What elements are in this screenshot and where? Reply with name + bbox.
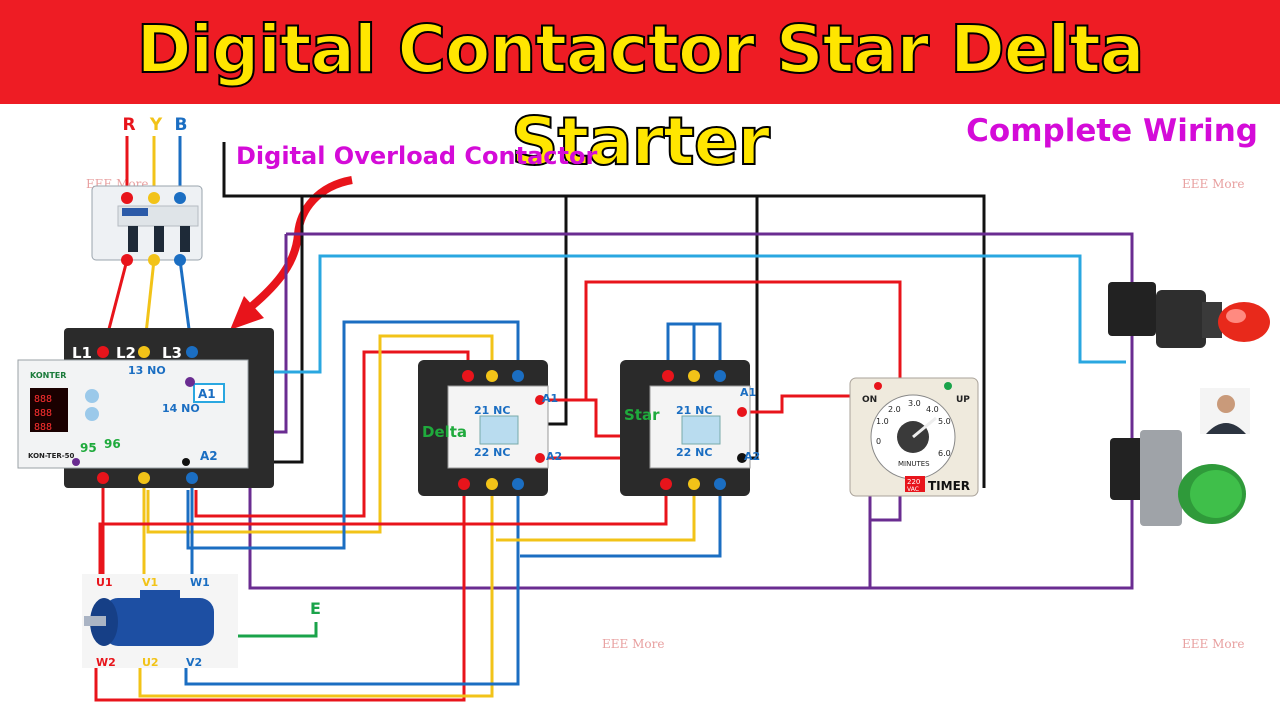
title-banner: Digital Contactor Star Delta Starter	[0, 0, 1280, 181]
page-title: Digital Contactor Star Delta Starter	[136, 10, 1146, 181]
digital-overload-relay: 888 888 888 KONTER KON-TER-50 L1 L2 L3 1…	[17, 328, 274, 488]
overload-callout-label: Digital Overload Contactor	[236, 142, 597, 170]
relay-l2: L2	[116, 344, 136, 362]
earth-label: E	[310, 599, 321, 618]
mcb-breaker	[91, 185, 203, 266]
timer-voltage-unit: VAC	[907, 486, 919, 493]
motor-v1: V1	[142, 576, 158, 589]
timer-scale-1: 1.0	[876, 417, 889, 426]
relay-model: KON-TER-50	[28, 452, 75, 460]
stop-push-button	[1108, 282, 1270, 348]
svg-text:888: 888	[34, 408, 52, 419]
relay-13no: 13 NO	[128, 364, 166, 377]
watermark: EEE More	[1182, 177, 1244, 191]
star-21nc: 21 NC	[676, 404, 712, 417]
delta-contactor: Delta 21 NC 22 NC A1 A2	[418, 360, 562, 496]
phase-y-label: Y	[149, 115, 163, 135]
motor-u1: U1	[96, 576, 113, 589]
motor-v2: V2	[186, 656, 202, 669]
timer-scale-3: 3.0	[908, 399, 921, 408]
star-a2: A2	[744, 450, 760, 463]
start-push-button	[1110, 430, 1246, 526]
delta-a1: A1	[542, 392, 558, 405]
timer-on: ON	[862, 395, 877, 405]
relay-95: 95	[80, 441, 97, 455]
delta-22nc: 22 NC	[474, 446, 510, 459]
star-label: Star	[624, 406, 660, 424]
relay-14no: 14 NO	[162, 402, 200, 415]
presenter-avatar	[1200, 388, 1250, 434]
timer-label: TIMER	[928, 479, 970, 493]
star-contactor: Star 21 NC 22 NC A1 A2	[620, 360, 760, 496]
delta-label: Delta	[422, 423, 467, 441]
phase-b-label: B	[175, 115, 188, 135]
motor-w2: W2	[96, 656, 116, 669]
watermark: EEE More	[602, 637, 664, 651]
timer-scale-5: 5.0	[938, 417, 951, 426]
relay-brand: KONTER	[30, 371, 66, 380]
timer-relay: ON UP 0 1.0 2.0 3.0 4.0 5.0 6.0 MINUTES …	[849, 377, 979, 497]
delta-21nc: 21 NC	[474, 404, 510, 417]
delta-a2: A2	[546, 450, 562, 463]
timer-scale-4: 4.0	[926, 405, 939, 414]
watermark: EEE More	[1182, 637, 1244, 651]
relay-a2: A2	[200, 449, 218, 463]
star-22nc: 22 NC	[676, 446, 712, 459]
relay-l3: L3	[162, 344, 182, 362]
motor-u2: U2	[142, 656, 159, 669]
timer-scale-6: 6.0	[938, 449, 951, 458]
timer-scale-0: 0	[876, 437, 881, 446]
star-a1: A1	[740, 386, 756, 399]
timer-voltage: 220	[907, 478, 920, 486]
motor-w1: W1	[190, 576, 210, 589]
phase-r-label: R	[122, 115, 135, 135]
timer-up: UP	[956, 395, 970, 405]
relay-96: 96	[104, 437, 121, 451]
svg-text:888: 888	[34, 422, 52, 433]
three-phase-motor: U1 V1 W1 W2 U2 V2 E	[82, 574, 321, 669]
subtitle: Complete Wiring	[966, 113, 1258, 149]
timer-units: MINUTES	[898, 460, 930, 468]
timer-scale-2: 2.0	[888, 405, 901, 414]
relay-a1: A1	[198, 387, 216, 401]
relay-l1: L1	[72, 344, 92, 362]
svg-text:888: 888	[34, 394, 52, 405]
wiring-diagram: EEE More EEE More EEE More EEE More EEE …	[17, 113, 1270, 702]
